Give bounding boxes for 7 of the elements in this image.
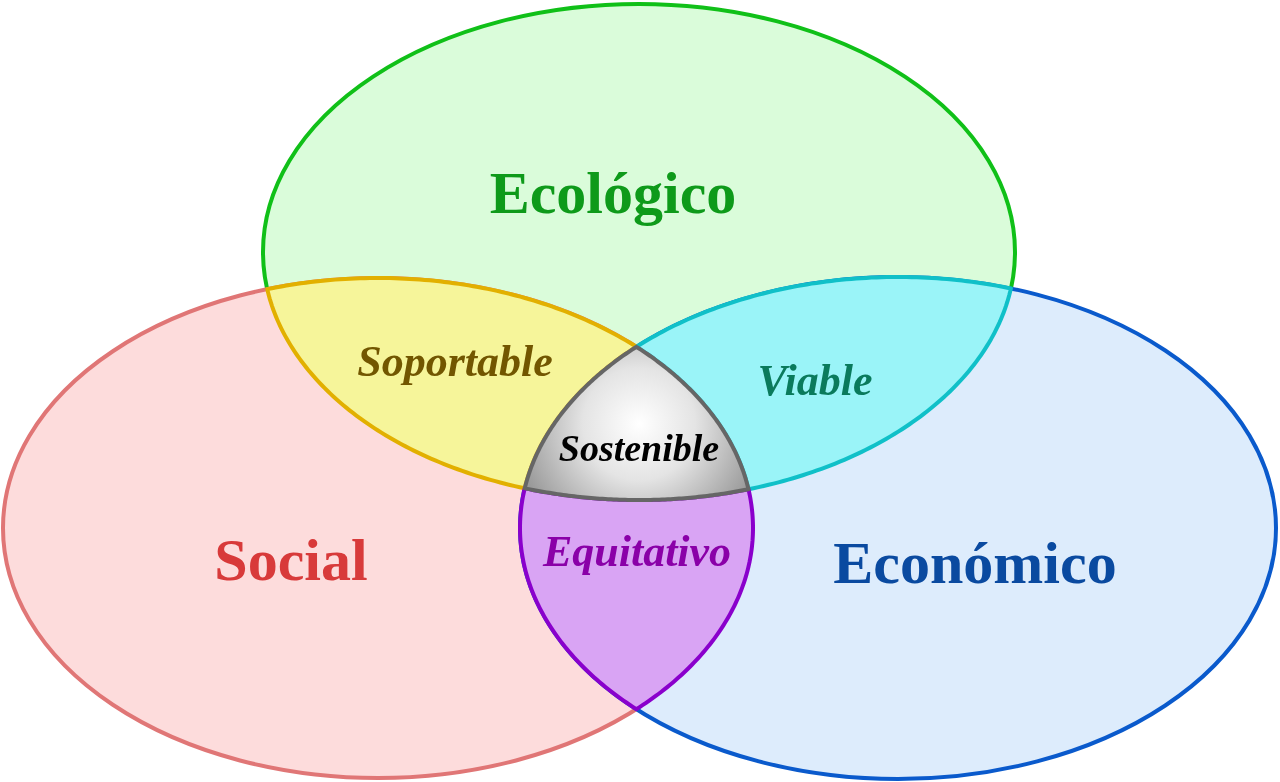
- center-label: Sostenible: [558, 428, 720, 470]
- set-label: Social: [214, 527, 368, 593]
- overlap-label: Equitativo: [542, 527, 732, 577]
- overlap-label: Soportable: [357, 337, 553, 387]
- overlap-label: Viable: [757, 356, 873, 406]
- set-label: Económico: [833, 530, 1117, 596]
- set-label: Ecológico: [489, 160, 737, 226]
